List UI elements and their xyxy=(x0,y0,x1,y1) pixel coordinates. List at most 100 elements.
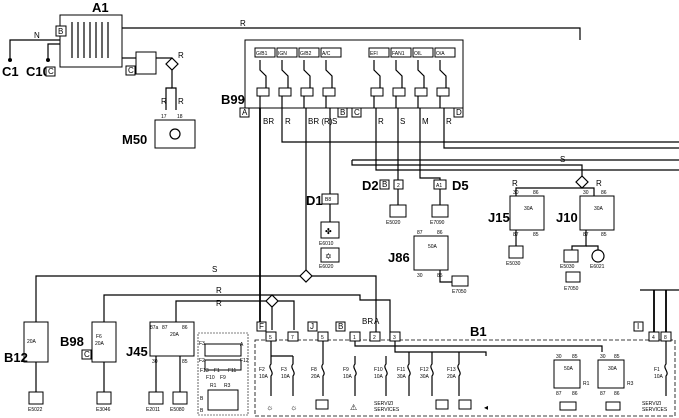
wire-r-b99-2: R xyxy=(378,117,384,126)
d2-icon xyxy=(389,204,407,218)
legend-f13: F13 xyxy=(200,368,209,374)
j15-body xyxy=(509,195,545,231)
c1-label: C1 xyxy=(2,64,19,79)
b1-load-warning-icon: ⚠ xyxy=(350,403,357,412)
m50-label: M50 xyxy=(122,132,147,147)
d1-conn-text: B8 xyxy=(325,197,331,203)
relay-r3: 30A 30 85 87 86 R3 xyxy=(597,354,634,397)
fuse-rating: 30A xyxy=(397,374,407,380)
b1-load-window xyxy=(458,399,472,410)
b1-load-key xyxy=(559,401,577,411)
a1-tag-b-text: B xyxy=(58,27,63,36)
fuse-name: F11 xyxy=(397,367,405,373)
j86-label: J86 xyxy=(388,250,410,265)
j86-load-icon xyxy=(451,275,469,287)
j10-rating: 30A xyxy=(594,206,604,212)
legend-f12: F12 xyxy=(240,358,249,364)
wire-r-b99-1: R xyxy=(285,117,291,126)
r3-pin-86: 86 xyxy=(614,391,620,397)
b1-load-rear-defrost xyxy=(435,399,449,410)
b1-load-headlamp-2: ☼ xyxy=(290,403,297,412)
j10-pin-85: 85 xyxy=(601,232,607,238)
r1-pin-87: 87 xyxy=(556,391,562,397)
legend-r1: R1 xyxy=(210,383,217,389)
b99-fuse-4: A/C xyxy=(320,47,342,108)
node-diamond-s xyxy=(299,269,313,283)
wire-a1-r-label: R xyxy=(240,19,246,28)
b99-fuse-label: G/B1 xyxy=(256,51,268,57)
b1-tag-i xyxy=(633,321,644,332)
fuse-rating: 10A xyxy=(343,374,353,380)
j15-load-icon xyxy=(508,245,524,259)
d2-label: D2 xyxy=(362,178,379,193)
ground-e3046: E3046 xyxy=(96,407,111,413)
component-b12: 20A B12 xyxy=(4,321,49,365)
services-2-line2: SERVICES xyxy=(642,407,668,413)
wire-j10-out2 xyxy=(586,245,599,250)
r3-body xyxy=(597,359,625,389)
fuse-rating: 20A xyxy=(447,374,457,380)
legend-f1: F1 xyxy=(214,368,220,374)
fuse-name: F2 xyxy=(259,367,265,373)
r1-rating: 50A xyxy=(564,366,574,372)
b1-tag-f xyxy=(256,321,267,332)
b98-name: F6 xyxy=(96,334,102,340)
r3-pin-30: 30 xyxy=(600,354,606,360)
wire-j15-r: R xyxy=(512,179,518,188)
b1-load-horn-icon: ◂ xyxy=(484,403,488,412)
b1-label: B1 xyxy=(470,324,487,339)
b1-bus-4 xyxy=(354,341,603,352)
wire-j10-r: R xyxy=(596,179,602,188)
m50-icon xyxy=(169,128,181,140)
m50-r1: R xyxy=(161,97,167,106)
b99-tag-a-text: A xyxy=(242,108,248,117)
b98-rating: 20A xyxy=(95,341,105,347)
b1-load-headlamp-1: ☼ xyxy=(266,403,273,412)
ground-e5080: E5080 xyxy=(170,407,185,413)
wire-r-to-j45 xyxy=(175,300,266,322)
node-diamond-a1 xyxy=(165,57,179,71)
r1-body xyxy=(553,359,581,389)
r3-id: R3 xyxy=(627,381,634,387)
j45-body xyxy=(149,321,195,357)
legend-top xyxy=(204,343,242,357)
ground-e6020: E6020 xyxy=(319,264,334,270)
b99-tag-a xyxy=(239,107,250,118)
legend-fusebox: F3 F2 F13 F1 F11 F12 F10 F9 R1 R3 B A B xyxy=(197,332,249,416)
wire-b99-r3 xyxy=(443,108,679,149)
ground-e2011: E2011 xyxy=(146,407,160,413)
a1-tag-c xyxy=(125,65,136,76)
a1-fusebox xyxy=(135,51,157,75)
wire-j10-in xyxy=(582,187,595,196)
b99-fuse-2: IGN xyxy=(276,47,298,108)
m50-pin-17: 17 xyxy=(161,114,167,120)
j45-label: J45 xyxy=(126,344,148,359)
b99-fuse-1: G/B1 xyxy=(254,47,276,108)
b99-tag-b-text: B xyxy=(340,108,345,117)
b12-body xyxy=(23,321,49,363)
j86-pin-86: 86 xyxy=(437,230,443,236)
wire-s-b99-2: S xyxy=(400,117,405,126)
b1-fuse-row: F210AF310AF820AF910AF1010AF1130AF1230AF1… xyxy=(259,356,668,396)
wire-a1-r2-label: R xyxy=(178,51,184,60)
legend-f2: F2 xyxy=(199,358,205,364)
b1-tag-j-text: J xyxy=(310,322,314,331)
wire-j15-in xyxy=(515,187,582,196)
wire-j10-out1 xyxy=(571,230,587,250)
wire-j86-out xyxy=(439,270,452,283)
wire-r-to-b98 xyxy=(103,294,272,322)
b1-tag-i-text: I xyxy=(637,322,639,331)
j45-pin-30: 30 xyxy=(152,359,158,365)
wire-r-bus-1: R xyxy=(216,286,222,295)
b1-pin-3: 3 xyxy=(393,335,396,341)
legend-b1: B xyxy=(200,396,204,402)
r1-pin-85: 85 xyxy=(572,354,578,360)
b98-car-icon xyxy=(96,391,112,405)
d2-pin-text: 2 xyxy=(397,183,400,189)
